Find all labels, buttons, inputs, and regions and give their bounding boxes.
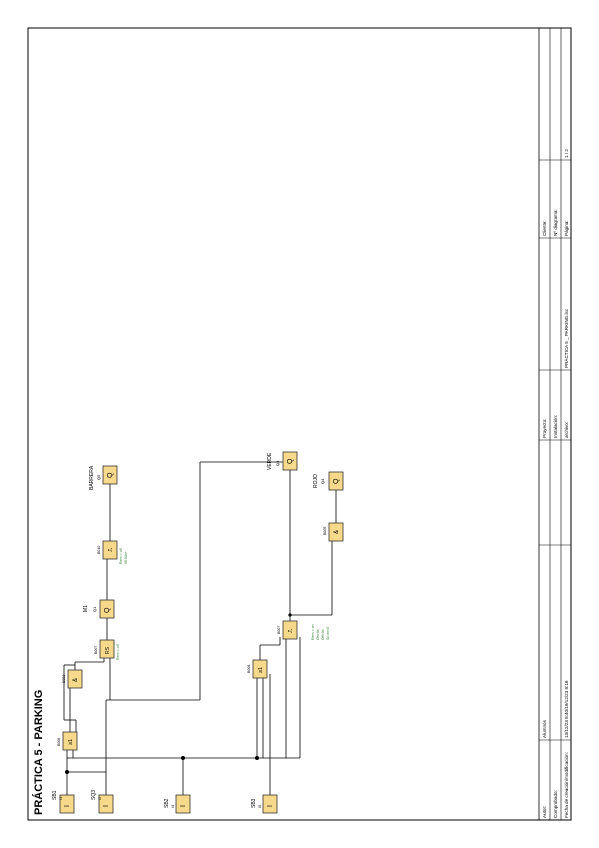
- block-param: On=0s: [316, 629, 320, 640]
- block-symbol: ⎍: [108, 547, 114, 552]
- tb-diagrama: Nº diagrama:: [553, 209, 558, 236]
- block-symbol: &: [334, 530, 340, 534]
- block-timer1: ⎍ B010 Rem = off 05:00s+: [97, 540, 128, 564]
- output-barrera: Q BARRERA Q5: [89, 465, 118, 490]
- output-verde: Q VERDE Q3: [267, 451, 298, 471]
- output-rojo: Q ROJO Q4: [313, 471, 344, 491]
- tb-fecha-value: 13/12/23 8:40/19/12/23 8:16: [564, 680, 569, 738]
- block-and2: & B005: [323, 522, 344, 542]
- input-sb3: I SB3 I5: [251, 794, 278, 814]
- block-code: B003: [62, 675, 66, 683]
- input-sub: I1: [58, 796, 63, 800]
- output-m1: Q M1 Q1: [83, 599, 115, 619]
- block-param: Sc:wr=0: [326, 627, 330, 640]
- input-symbol: I: [64, 805, 71, 807]
- sheet-frame: [27, 27, 572, 821]
- junctions: [65, 613, 292, 774]
- block-code: B005: [323, 527, 327, 535]
- block-symbol: ⎍: [288, 628, 294, 633]
- block-code: B008: [247, 665, 251, 673]
- input-label: SB3: [251, 798, 257, 808]
- input-label: SB2: [164, 798, 170, 808]
- tb-archivo-value: PRÁCTICA 5 _ PARKING.lsc: [563, 308, 569, 368]
- block-code: B006: [57, 738, 61, 746]
- block-param: Off=0s: [321, 629, 325, 640]
- input-symbol: I: [103, 805, 110, 807]
- tb-proyecto: Proyecto:: [542, 419, 547, 438]
- input-sq3: I SQ3 I2: [91, 790, 114, 814]
- output-sub: Q4: [320, 478, 325, 484]
- tb-instalacion: Instalación:: [553, 415, 558, 438]
- title-block: Autor: Alumnos Comprobado: Fecha de crea…: [538, 28, 571, 820]
- output-sub: Q1: [92, 606, 97, 612]
- block-symbol: &: [73, 678, 79, 682]
- input-sub: I2: [97, 796, 102, 800]
- block-symbol: ≥1: [68, 739, 74, 745]
- block-symbol: RS: [105, 646, 111, 654]
- block-code: B010: [97, 546, 101, 554]
- block-param: Rem = off: [116, 644, 120, 660]
- tb-fecha-label: Fecha de creación/modificación:: [564, 752, 569, 818]
- block-symbol: ≥1: [258, 667, 264, 673]
- tb-alumnos: Alumnos: [542, 719, 547, 738]
- output-sub: Q5: [96, 474, 101, 480]
- input-sub: I5: [257, 804, 262, 808]
- tb-archivo-label: archivo:: [564, 422, 569, 438]
- block-param: Rem = on: [311, 624, 315, 640]
- block-param: Rem = off: [119, 548, 123, 564]
- output-symbol: Q: [333, 478, 340, 484]
- output-symbol: Q: [287, 458, 294, 464]
- page-title: PRÁCTICA 5 - PARKING: [32, 690, 45, 815]
- input-label: SB1: [52, 790, 58, 800]
- block-rs1: RS B007 Rem = off: [94, 639, 120, 660]
- output-label: M1: [83, 605, 89, 612]
- block-code: B007: [277, 626, 281, 634]
- tb-comprobado: Comprobado:: [553, 790, 558, 818]
- block-timer2: ⎍ B007 Rem = on On=0s Off=0s Sc:wr=0: [277, 620, 330, 640]
- tb-autor: Autor:: [542, 806, 547, 818]
- input-sb1: I SB1 I1: [52, 790, 75, 814]
- block-or1: ≥1 B006: [57, 731, 78, 751]
- output-label: BARRERA: [89, 465, 95, 490]
- block-code: B007: [94, 646, 98, 654]
- tb-pagina-value: 1 / 2: [564, 149, 569, 158]
- output-label: ROJO: [313, 474, 319, 488]
- block-and1: & B003: [62, 669, 83, 689]
- tb-pagina-label: Página:: [564, 220, 569, 236]
- input-label: SQ3: [91, 790, 97, 800]
- output-label: VERDE: [267, 452, 273, 470]
- input-symbol: I: [267, 805, 274, 807]
- output-sub: Q3: [275, 460, 280, 466]
- block-or2: ≥1 B008: [247, 659, 268, 679]
- output-symbol: Q: [107, 472, 114, 478]
- tb-cliente: Cliente:: [542, 220, 547, 236]
- input-sb2: I SB2 I4: [164, 794, 191, 814]
- output-symbol: Q: [104, 607, 111, 613]
- wiring: [63, 461, 337, 795]
- input-symbol: I: [180, 805, 187, 807]
- input-sub: I4: [170, 804, 175, 808]
- block-param: 05:00s+: [124, 551, 128, 564]
